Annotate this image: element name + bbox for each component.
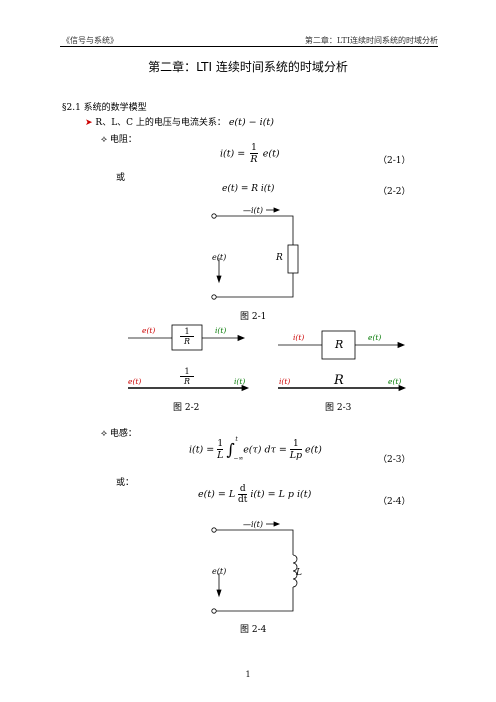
eq23-upper: t bbox=[235, 436, 238, 443]
fig22-box-fraction: 1 R bbox=[180, 327, 194, 346]
figure-2-2 bbox=[128, 324, 250, 392]
eq24-tag: （2-4） bbox=[378, 497, 411, 507]
fig21-element-label: R bbox=[276, 253, 283, 263]
header-right: 第二章：LTI连续时间系统的时域分析 bbox=[304, 36, 438, 45]
eq22-tag: （2-2） bbox=[378, 187, 411, 197]
diamond-bullet-icon: ⟡ bbox=[101, 429, 107, 439]
fig22-line-out: i(t) bbox=[234, 377, 246, 386]
eq21-lhs: i(t) = bbox=[220, 148, 246, 160]
fig24-caption: 图 2-4 bbox=[240, 625, 267, 635]
fig23-line-out: e(t) bbox=[388, 377, 402, 386]
fig22-line-num: 1 bbox=[180, 367, 194, 377]
eq23-den: L bbox=[217, 450, 224, 461]
eq23-fraction-1: 1 L bbox=[217, 439, 224, 461]
section-heading: §2.1 系统的数学模型 bbox=[62, 103, 147, 113]
eq23-integral: ∫ t −∞ bbox=[226, 436, 244, 462]
bullet-1-formula: e(t) − i(t) bbox=[228, 117, 274, 128]
fig22-box-num: 1 bbox=[180, 327, 194, 337]
fig24-voltage-label: e(t) bbox=[212, 567, 227, 576]
fig22-out-label: i(t) bbox=[215, 326, 227, 335]
fig22-line-den: R bbox=[183, 377, 191, 386]
fig22-caption: 图 2-2 bbox=[173, 403, 200, 413]
resistor-item: ⟡ 电阻： bbox=[101, 132, 137, 145]
eq21-tag: （2-1） bbox=[378, 156, 411, 166]
bullet-1: ➤ R、L、C 上的电压与电流关系： e(t) − i(t) bbox=[85, 115, 274, 128]
eq23-num2: 1 bbox=[289, 439, 303, 450]
chapter-title: 第二章：LTI 连续时间系统的时域分析 bbox=[148, 60, 348, 74]
fig24-current-label: —i(t) bbox=[243, 520, 264, 529]
inductor-item: ⟡ 电感： bbox=[101, 426, 137, 439]
header-left: 《信号与系统》 bbox=[62, 36, 118, 45]
eq21-num: 1 bbox=[250, 143, 258, 154]
equation-2-1: i(t) = 1 R e(t) bbox=[220, 143, 280, 165]
eq21-fraction: 1 R bbox=[250, 143, 258, 165]
fig23-out-label: e(t) bbox=[368, 333, 382, 342]
fig23-line-in: i(t) bbox=[279, 377, 291, 386]
eq23-lower: −∞ bbox=[233, 455, 244, 462]
inductor-or: 或： bbox=[116, 478, 135, 488]
diamond-bullet-icon: ⟡ bbox=[101, 135, 107, 145]
page-number: 1 bbox=[245, 670, 251, 679]
eq21-rhs: e(t) bbox=[262, 148, 280, 160]
figure-2-3 bbox=[278, 330, 407, 392]
eq23-rhs: e(t) bbox=[304, 444, 322, 456]
integral-sign-icon: ∫ bbox=[226, 440, 235, 459]
eq21-den: R bbox=[250, 154, 258, 165]
fig22-in-label: e(t) bbox=[142, 326, 156, 335]
bullet-1-text: R、L、C 上的电压与电流关系： bbox=[95, 118, 226, 128]
resistor-or: 或 bbox=[116, 173, 126, 183]
fig21-voltage-label: e(t) bbox=[212, 253, 227, 262]
equation-2-2: e(t) = R i(t) bbox=[222, 184, 275, 194]
eq24-rhs: i(t) = L p i(t) bbox=[250, 489, 312, 500]
fig22-line-fraction: 1 R bbox=[180, 367, 194, 386]
fig23-box-label: R bbox=[335, 338, 344, 351]
fig23-caption: 图 2-3 bbox=[325, 403, 352, 413]
eq24-lhs: e(t) = L bbox=[198, 489, 236, 500]
fig23-line-label: R bbox=[334, 373, 344, 388]
header-rule bbox=[60, 46, 438, 47]
figure-2-4 bbox=[211, 521, 298, 614]
eq24-fraction: d dt bbox=[238, 484, 248, 505]
eq23-lhs: i(t) = bbox=[189, 444, 215, 456]
eq23-integrand: e(τ) dτ = bbox=[243, 444, 287, 456]
figure-2-1 bbox=[211, 207, 299, 300]
equation-2-3: i(t) = 1 L ∫ t −∞ e(τ) dτ = 1 Lp e(t) bbox=[189, 436, 322, 462]
eq23-fraction-2: 1 Lp bbox=[289, 439, 303, 461]
eq23-num: 1 bbox=[217, 439, 224, 450]
inductor-label: 电感： bbox=[109, 429, 137, 439]
eq23-tag: （2-3） bbox=[378, 455, 411, 465]
eq23-den2: Lp bbox=[289, 450, 303, 461]
fig21-caption: 图 2-1 bbox=[240, 312, 267, 322]
bullet-arrow-icon: ➤ bbox=[85, 118, 93, 128]
fig23-in-label: i(t) bbox=[293, 333, 305, 342]
resistor-label: 电阻： bbox=[109, 135, 137, 145]
equation-2-4: e(t) = L d dt i(t) = L p i(t) bbox=[198, 484, 311, 505]
eq24-den: dt bbox=[238, 495, 248, 505]
fig22-box-den: R bbox=[183, 337, 191, 346]
fig21-current-label: —i(t) bbox=[243, 206, 264, 215]
fig22-line-in: e(t) bbox=[128, 377, 142, 386]
eq24-num: d bbox=[238, 484, 248, 495]
fig24-element-label: L bbox=[296, 568, 302, 578]
